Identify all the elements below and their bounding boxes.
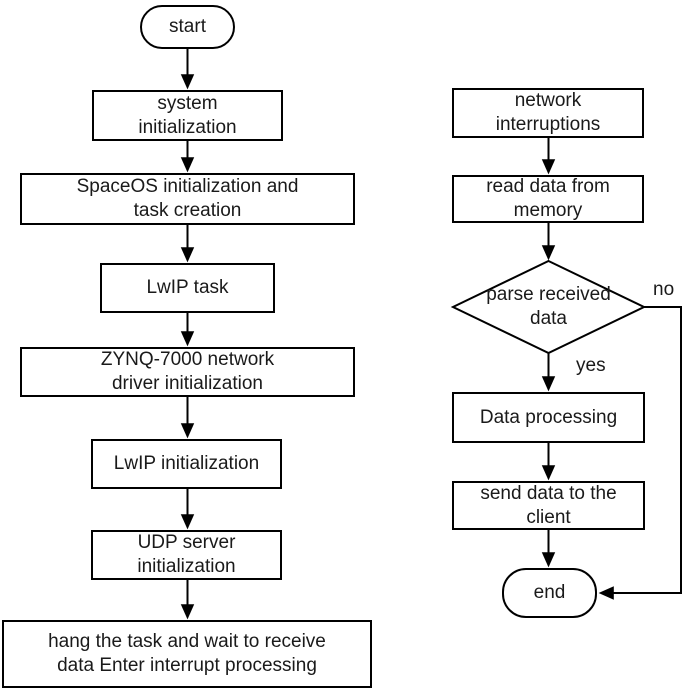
edge-label-no: no <box>653 279 675 300</box>
node-start: start <box>140 5 235 49</box>
node-end: end <box>502 568 597 618</box>
node-lwip-initialization: LwIP initialization <box>91 439 282 489</box>
node-parse-received-data-label: parse received data <box>486 284 611 329</box>
node-read-data-from-memory: read data from memory <box>452 175 644 223</box>
node-lwip-task: LwIP task <box>100 263 275 313</box>
decision-diamond-shape <box>450 259 647 355</box>
node-hang-task-wait-receive: hang the task and wait to receive data E… <box>2 620 372 688</box>
node-zynq-driver-initialization: ZYNQ-7000 network driver initialization <box>20 347 355 397</box>
node-send-data-to-client: send data to the client <box>452 481 645 530</box>
node-data-processing: Data processing <box>452 392 645 443</box>
node-network-interruptions: network interruptions <box>452 88 644 138</box>
node-spaceos-initialization: SpaceOS initialization and task creation <box>20 173 355 225</box>
edge-label-yes: yes <box>576 355 606 376</box>
node-system-initialization: system initialization <box>92 90 283 141</box>
node-udp-server-initialization: UDP server initialization <box>91 530 282 580</box>
edge-no-branch-to-end <box>598 306 682 600</box>
